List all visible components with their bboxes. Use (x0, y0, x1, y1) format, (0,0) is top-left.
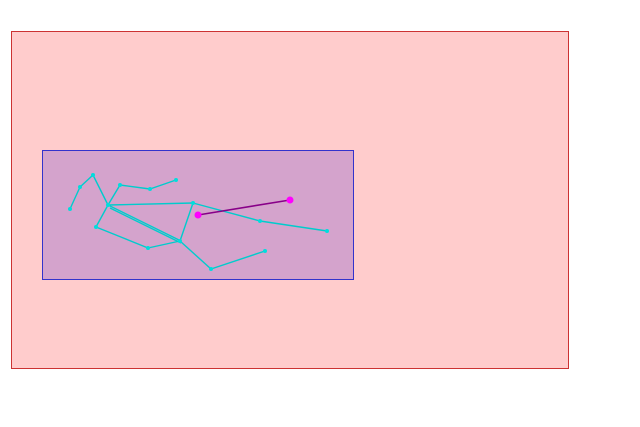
joint-knee[interactable] (209, 267, 213, 271)
joint-shoulder-r[interactable] (191, 201, 195, 205)
joint-head[interactable] (91, 173, 95, 177)
joint-foot[interactable] (263, 249, 267, 253)
joint-forearm[interactable] (148, 187, 152, 191)
joint-elbow-left[interactable] (118, 183, 122, 187)
joint-hip-left[interactable] (146, 246, 150, 250)
joint-ear[interactable] (78, 185, 82, 189)
joint-selected-end[interactable] (286, 196, 294, 204)
joint-elbow-right[interactable] (258, 219, 262, 223)
joint-chin[interactable] (68, 207, 72, 211)
joint-wrist-right[interactable] (325, 229, 329, 233)
joint-hip-side[interactable] (94, 225, 98, 229)
joint-selected-start[interactable] (194, 211, 202, 219)
joint-neck[interactable] (106, 203, 110, 207)
joint-wrist-left[interactable] (174, 178, 178, 182)
joint-hip-center[interactable] (178, 239, 182, 243)
